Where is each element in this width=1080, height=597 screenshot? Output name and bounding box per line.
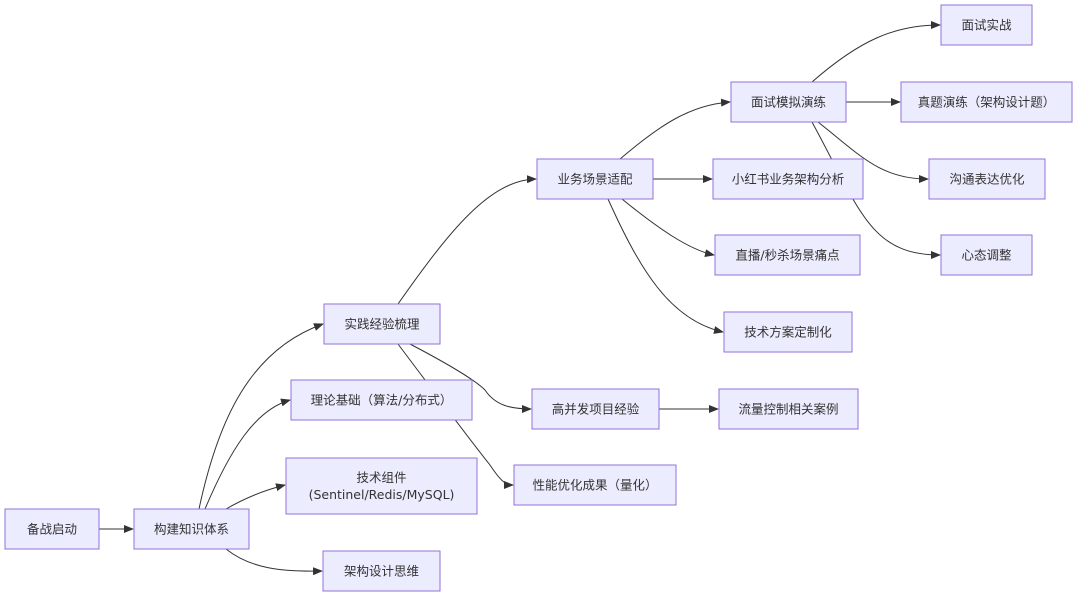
node-mindset: 心态调整 <box>940 234 1033 276</box>
node-label: (Sentinel/Redis/MySQL) <box>309 487 455 502</box>
node-box <box>4 508 100 550</box>
node-label: 心态调整 <box>961 248 1012 263</box>
node-flow-control: 流量控制相关案例 <box>718 388 859 430</box>
edge-knowledge-to-theory <box>204 398 291 510</box>
node-label: 业务场景适配 <box>557 172 633 187</box>
node-live-seckill: 直播/秒杀场景痛点 <box>714 234 861 276</box>
edge-mock_interview-to-mindset <box>811 121 941 259</box>
node-theory: 理论基础（算法/分布式） <box>290 379 473 421</box>
node-label: 流量控制相关案例 <box>738 402 838 417</box>
node-label: 直播/秒杀场景痛点 <box>735 248 839 263</box>
node-box <box>714 234 861 276</box>
node-box <box>322 550 441 592</box>
edge-mock_interview-to-real_interview <box>811 21 941 83</box>
node-label: 小红书业务架构分析 <box>732 172 845 187</box>
node-box <box>900 81 1073 123</box>
node-label: 备战启动 <box>27 522 77 537</box>
node-label: 构建知识体系 <box>154 522 229 537</box>
node-label: 性能优化成果（量化） <box>532 478 657 493</box>
node-label: 理论基础（算法/分布式） <box>311 393 453 408</box>
edge-mock_interview-to-communication <box>817 121 929 183</box>
node-box <box>323 303 441 345</box>
node-tech-components: 技术组件 (Sentinel/Redis/MySQL) <box>285 457 478 515</box>
node-perf: 性能优化成果（量化） <box>513 464 677 506</box>
node-box <box>285 457 478 515</box>
node-tech-plan: 技术方案定制化 <box>723 311 853 353</box>
node-label: 面试实战 <box>961 18 1012 33</box>
node-box <box>940 4 1033 46</box>
node-box <box>730 81 847 123</box>
edge-practice-to-high_concurrency <box>409 343 532 413</box>
edge-business-to-live_seckill <box>621 198 715 258</box>
node-practice: 实践经验梳理 <box>323 303 441 345</box>
node-real-question: 真题演练（架构设计题） <box>900 81 1073 123</box>
node-high-concurrency: 高并发项目经验 <box>531 388 660 430</box>
node-knowledge: 构建知识体系 <box>133 508 250 550</box>
node-box <box>536 158 654 200</box>
node-label: 面试模拟演练 <box>751 95 827 110</box>
node-communication: 沟通表达优化 <box>928 158 1046 200</box>
edge-business-to-mock_interview <box>619 98 731 160</box>
node-box <box>133 508 250 550</box>
node-box <box>513 464 677 506</box>
node-box <box>290 379 473 421</box>
node-box <box>723 311 853 353</box>
node-xhs-arch: 小红书业务架构分析 <box>712 158 864 200</box>
edge-business-to-tech_plan <box>607 198 724 334</box>
node-box <box>718 388 859 430</box>
node-box <box>531 388 660 430</box>
node-label: 技术方案定制化 <box>744 325 832 340</box>
node-box <box>940 234 1033 276</box>
node-label: 沟通表达优化 <box>949 172 1025 187</box>
edge-knowledge-to-practice <box>198 323 324 510</box>
node-box <box>928 158 1046 200</box>
node-label: 技术组件 <box>356 470 406 485</box>
node-label: 真题演练（架构设计题） <box>918 95 1056 110</box>
node-label: 实践经验梳理 <box>344 317 420 332</box>
node-start: 备战启动 <box>4 508 100 550</box>
node-arch-thinking: 架构设计思维 <box>322 550 441 592</box>
node-label: 高并发项目经验 <box>552 402 640 417</box>
edges-layer <box>99 21 941 576</box>
node-mock-interview: 面试模拟演练 <box>730 81 847 123</box>
edge-practice-to-business <box>397 175 537 305</box>
node-box <box>712 158 864 200</box>
node-real-interview: 面试实战 <box>940 4 1033 46</box>
edge-knowledge-to-tech_components <box>225 483 286 510</box>
node-label: 架构设计思维 <box>344 564 419 579</box>
edge-knowledge-to-arch_thinking <box>225 548 323 576</box>
node-business: 业务场景适配 <box>536 158 654 200</box>
